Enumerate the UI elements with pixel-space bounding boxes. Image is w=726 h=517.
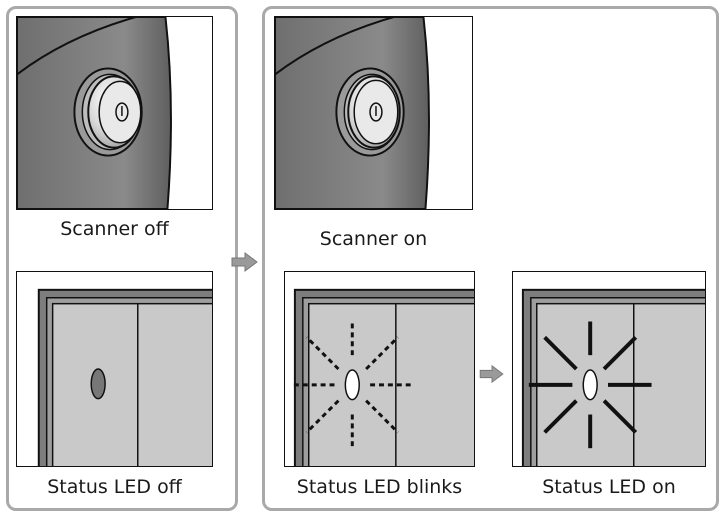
status-led	[582, 369, 598, 401]
scanner-on-drawing	[275, 17, 430, 209]
led-off-caption: Status LED off	[47, 476, 182, 498]
scanner-off-illustration	[16, 16, 213, 210]
scanner-on-illustration	[274, 16, 473, 210]
led-blinks-drawing	[292, 288, 474, 466]
led-blinks-illustration	[284, 271, 475, 467]
led-off-drawing	[37, 288, 212, 466]
blink-rays	[292, 321, 412, 449]
led-on-drawing	[521, 288, 705, 466]
led-off-illustration	[16, 271, 213, 467]
led-on-illustration	[512, 271, 706, 467]
power-icon	[369, 102, 383, 122]
arrow-right-icon	[231, 252, 258, 272]
scanner-on-caption: Scanner on	[319, 228, 428, 250]
scanner-off-caption: Scanner off	[60, 218, 169, 240]
status-led	[344, 369, 360, 401]
light-rays	[528, 321, 652, 449]
on-state-group	[262, 6, 719, 511]
led-on-caption: Status LED on	[542, 476, 676, 498]
scanner-off-drawing	[17, 17, 172, 209]
arrow-right-icon	[479, 364, 504, 384]
power-icon	[115, 102, 129, 122]
led-blinks-caption: Status LED blinks	[296, 476, 463, 498]
status-led	[90, 368, 106, 400]
